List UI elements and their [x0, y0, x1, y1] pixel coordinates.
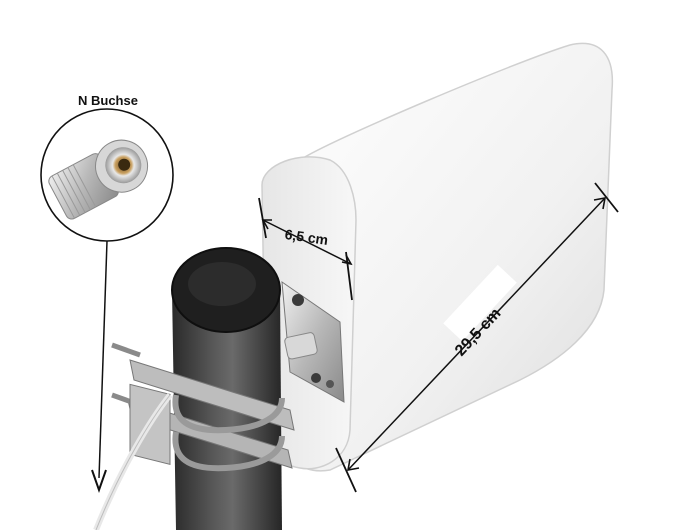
- connector-inset: [40, 108, 174, 242]
- antenna-housing: [261, 42, 614, 472]
- mounting-plate: [281, 280, 345, 403]
- connector-label: N Buchse: [78, 93, 138, 108]
- mast-pole: [171, 247, 282, 530]
- connector-leader-arrow: [91, 240, 108, 494]
- length-dimension: [335, 182, 619, 493]
- width-dimension: [258, 197, 353, 301]
